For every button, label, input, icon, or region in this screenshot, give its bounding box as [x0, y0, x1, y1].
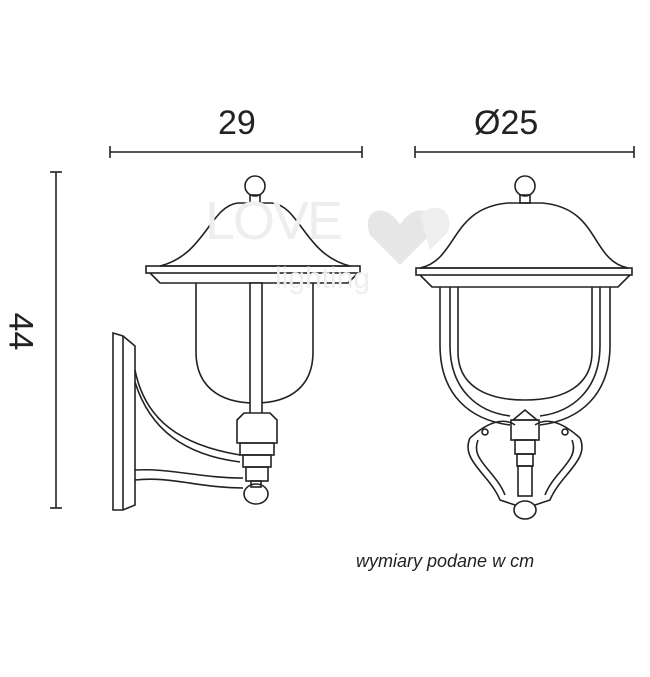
lamp-side-view — [112, 175, 361, 511]
diameter-dimension-line — [414, 146, 635, 158]
units-caption: wymiary podane w cm — [356, 551, 535, 571]
diameter-label: Ø25 — [474, 104, 539, 142]
lamp-front-view — [415, 175, 633, 520]
watermark-logo-subtitle: lighting — [275, 262, 371, 295]
watermark-heart-icon — [367, 210, 433, 265]
height-label: 44 — [1, 312, 40, 351]
watermark-logo: LOVE — [205, 191, 343, 251]
width-label: 29 — [218, 104, 256, 142]
height-dimension-line — [50, 171, 62, 509]
width-dimension-line — [109, 146, 363, 158]
